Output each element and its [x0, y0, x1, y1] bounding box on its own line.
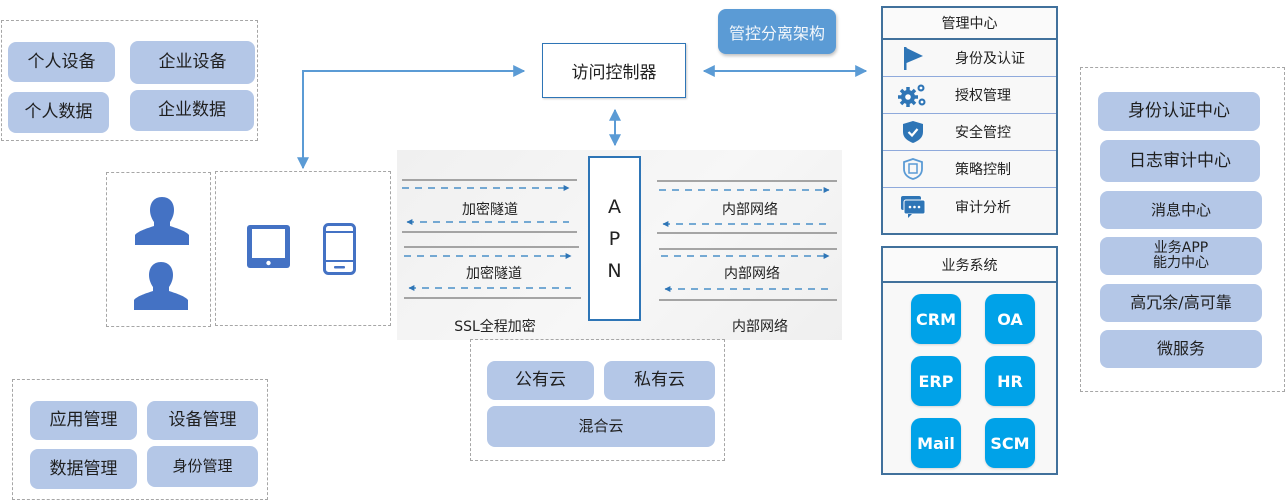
- asset-personal-device: 个人设备: [8, 42, 115, 82]
- management-item: 策略控制: [883, 151, 1056, 188]
- tunnel-lines: [402, 179, 837, 301]
- management-item: 安全管控: [883, 114, 1056, 151]
- capability-app-center: 业务APP 能力中心: [1100, 237, 1262, 275]
- system-scm: SCM: [985, 418, 1035, 468]
- asset-enterprise-data: 企业数据: [130, 90, 254, 131]
- management-center-title: 管理中心: [883, 8, 1056, 40]
- capability-message-center: 消息中心: [1100, 191, 1262, 229]
- apn-letter: P: [608, 227, 621, 250]
- system-oa: OA: [985, 294, 1035, 344]
- system-crm: CRM: [911, 294, 961, 344]
- management-item: 审计分析: [883, 188, 1056, 225]
- capability-audit-center: 日志审计中心: [1100, 140, 1260, 182]
- data-assets-group: [1, 20, 258, 141]
- system-erp: ERP: [911, 356, 961, 406]
- management-item-label: 审计分析: [955, 199, 1011, 216]
- flag-icon: [904, 47, 923, 70]
- network-label: 内部网络: [724, 266, 780, 282]
- phone-icon: [323, 223, 356, 275]
- feature-app-management: 应用管理: [30, 401, 137, 440]
- cloud-private: 私有云: [604, 361, 715, 400]
- capability-microservices: 微服务: [1100, 330, 1262, 368]
- shield-policy-icon: [903, 158, 923, 180]
- capability-high-availability: 高冗余/高可靠: [1100, 284, 1262, 322]
- tunnel-label: 加密隧道: [462, 202, 518, 218]
- tunnel-label: 加密隧道: [466, 266, 522, 282]
- cloud-group: [470, 339, 725, 461]
- system-hr: HR: [985, 356, 1035, 406]
- user-icon: [135, 197, 189, 245]
- asset-personal-data: 个人数据: [8, 92, 109, 133]
- management-item: 身份及认证: [883, 40, 1056, 77]
- management-item-label: 身份及认证: [955, 51, 1025, 67]
- cloud-hybrid: 混合云: [487, 406, 715, 447]
- network-label: 内部网络: [732, 319, 788, 335]
- users-group: [106, 172, 211, 327]
- architecture-badge: 管控分离架构: [718, 9, 836, 54]
- apn-letter: N: [607, 259, 622, 282]
- shield-check-icon: [903, 121, 923, 143]
- devices-group: [215, 171, 391, 326]
- tablet-icon: [247, 225, 290, 268]
- chat-icon: [901, 195, 926, 218]
- asset-enterprise-device: 企业设备: [130, 41, 255, 84]
- management-features-group: [12, 379, 268, 500]
- feature-device-management: 设备管理: [147, 401, 258, 440]
- management-center-panel: 管理中心 身份及认证 授权管理 安全管控 策略控制 审计分析: [881, 6, 1058, 235]
- business-systems-panel: 业务系统: [881, 246, 1058, 475]
- business-systems-title: 业务系统: [883, 248, 1056, 283]
- management-item: 授权管理: [883, 77, 1056, 114]
- feature-identity-management: 身份管理: [147, 446, 258, 487]
- gears-icon: [898, 84, 926, 107]
- user-icon: [134, 262, 188, 310]
- ssl-label: SSL全程加密: [454, 319, 536, 335]
- management-item-label: 安全管控: [955, 125, 1011, 141]
- devices-to-controller-arrow: [297, 65, 526, 170]
- cloud-public: 公有云: [487, 361, 594, 400]
- apn-letter: A: [608, 195, 621, 218]
- feature-data-management: 数据管理: [30, 449, 137, 489]
- network-label: 内部网络: [722, 202, 778, 218]
- capability-identity-center: 身份认证中心: [1098, 92, 1260, 131]
- system-mail: Mail: [911, 418, 961, 468]
- management-item-label: 授权管理: [955, 88, 1011, 104]
- apn-gateway: A P N: [588, 156, 641, 321]
- access-controller: 访问控制器: [542, 43, 686, 98]
- management-item-label: 策略控制: [955, 162, 1011, 178]
